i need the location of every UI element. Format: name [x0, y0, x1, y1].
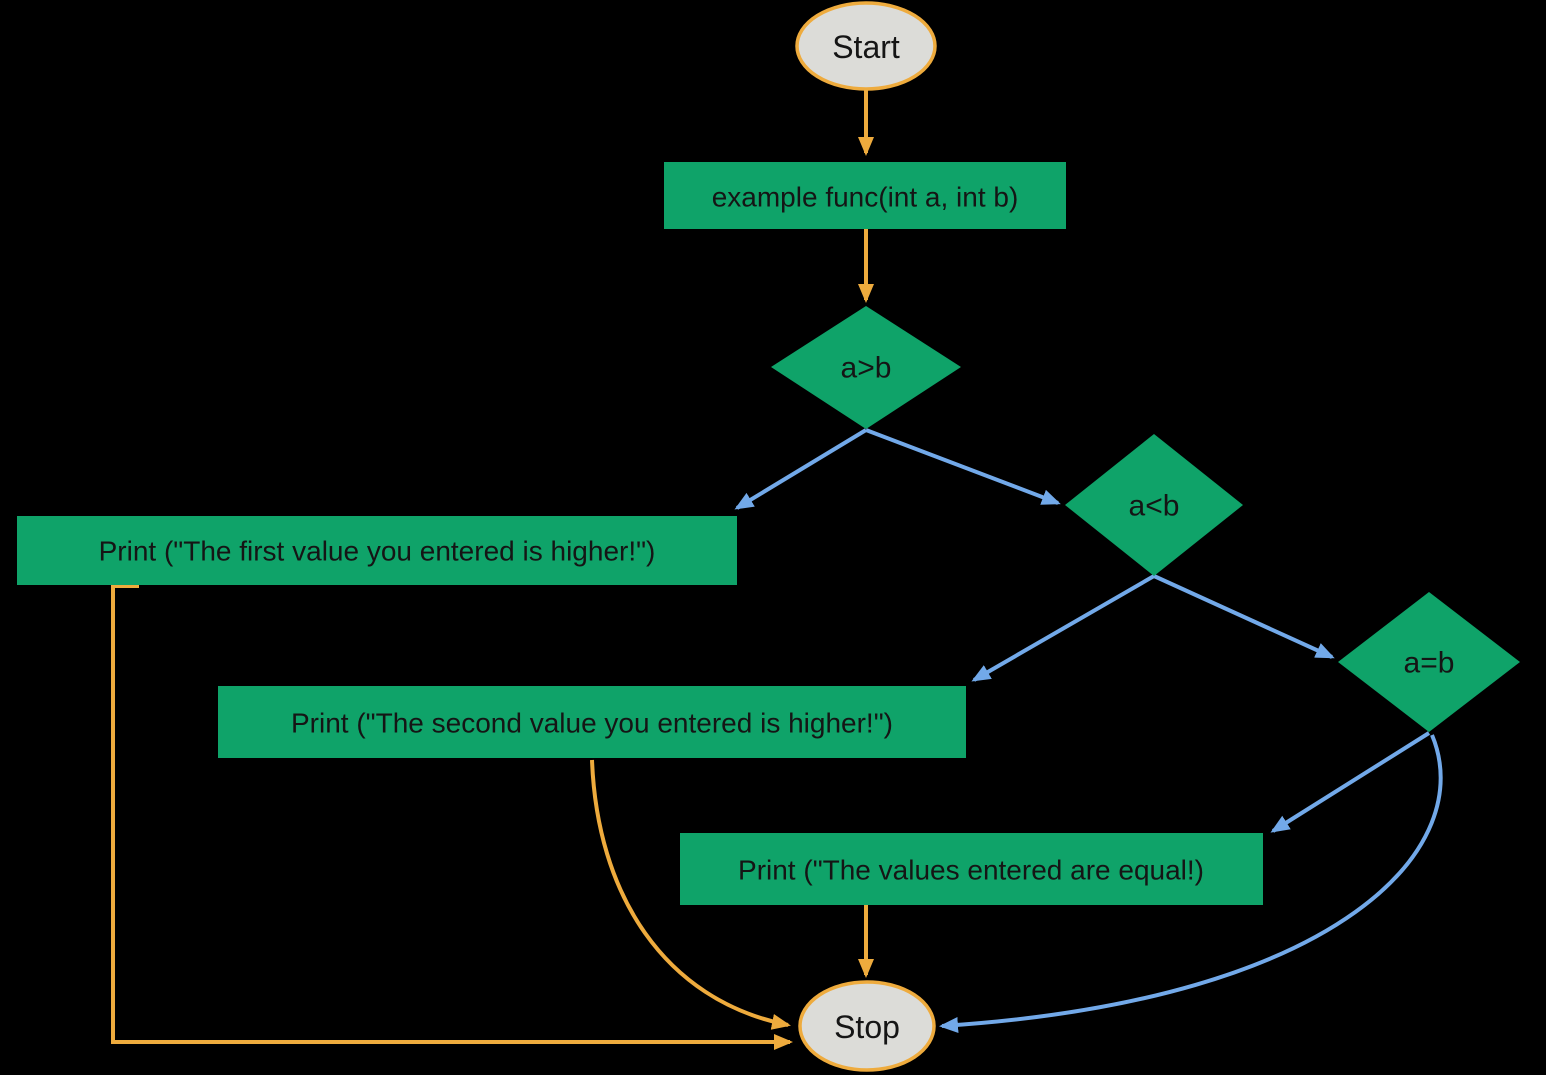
edge-print-first-to-stop [111, 584, 793, 1050]
edge-print-second-to-stop [590, 759, 791, 1030]
node-layer: Start example func(int a, int b) a>b a<b… [17, 1, 1520, 1072]
stop-node [798, 980, 936, 1072]
decision-a-eq-b [1338, 592, 1520, 732]
func-node [664, 162, 1066, 229]
edge-aeqb-to-stop [939, 734, 1443, 1033]
decision-a-lt-b-label: a<b [1129, 490, 1180, 523]
edge-altb-to-print-second [971, 574, 1156, 682]
start-node [795, 1, 937, 91]
print-second-node [218, 686, 966, 758]
decision-a-gt-b-label: a>b [841, 352, 892, 385]
edge-aeqb-to-print-equal [1270, 731, 1431, 833]
decision-a-gt-b [771, 306, 961, 429]
start-label: Start [832, 29, 900, 65]
stop-label: Stop [834, 1009, 900, 1045]
decision-a-lt-b [1065, 434, 1243, 576]
decision-a-eq-b-label: a=b [1404, 647, 1455, 680]
func-label: example func(int a, int b) [712, 182, 1019, 213]
edge-agtb-to-print-first [734, 428, 868, 510]
print-equal-node [680, 833, 1263, 905]
print-second-label: Print ("The second value you entered is … [291, 708, 893, 739]
print-equal-label: Print ("The values entered are equal!) [738, 855, 1204, 886]
edge-altb-to-aeqb [1153, 574, 1335, 659]
edge-agtb-to-altb [865, 428, 1061, 505]
print-first-label: Print ("The first value you entered is h… [99, 536, 656, 567]
print-first-node [17, 516, 737, 585]
edge-layer [111, 89, 1443, 1050]
